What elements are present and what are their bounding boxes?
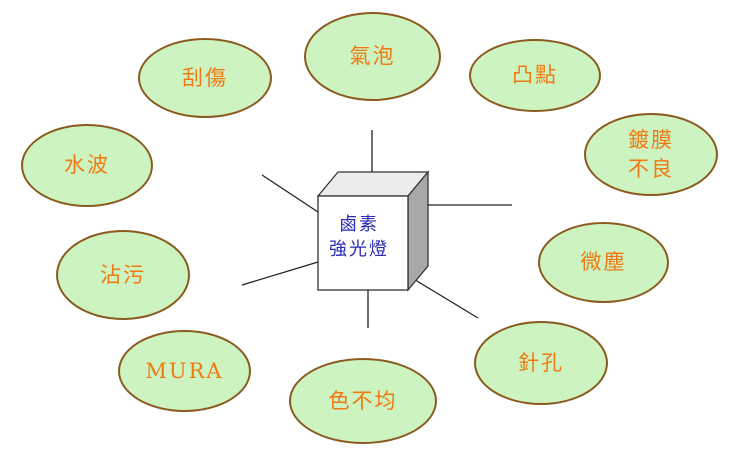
bubble-label: 氣泡 [349, 44, 396, 69]
bubble-dumo: 鍍膜 不良 [584, 113, 718, 196]
connector-line [261, 174, 319, 213]
bubble-shuibo: 水波 [21, 124, 153, 207]
bubble-guashang: 刮傷 [138, 38, 272, 118]
cube [316, 170, 430, 292]
center-label: 鹵素 強光燈 [329, 214, 389, 261]
bubble-label: 水波 [64, 153, 110, 178]
cube-front-face [317, 195, 409, 291]
bubble-label: 沾污 [100, 262, 146, 287]
bubble-tudian: 凸點 [469, 39, 601, 112]
bubble-label: 凸點 [512, 63, 558, 88]
connector-line [411, 277, 479, 319]
bubble-label: MURA [145, 358, 224, 383]
bubble-label: 刮傷 [182, 65, 228, 90]
bubble-label: 微塵 [580, 250, 627, 275]
bubble-sebujun: 色不均 [289, 358, 437, 444]
bubble-weichen: 微塵 [538, 222, 669, 303]
connector-line [241, 261, 319, 286]
bubble-zhenkong: 針孔 [474, 321, 608, 405]
bubble-label: 針孔 [518, 350, 564, 375]
bubble-qipao: 氣泡 [304, 12, 441, 101]
bubble-label: 鍍膜 不良 [628, 128, 674, 181]
bubble-label: 色不均 [328, 388, 398, 413]
bubble-zhanwu: 沾污 [56, 230, 190, 320]
bubble-mura: MURA [118, 330, 251, 412]
